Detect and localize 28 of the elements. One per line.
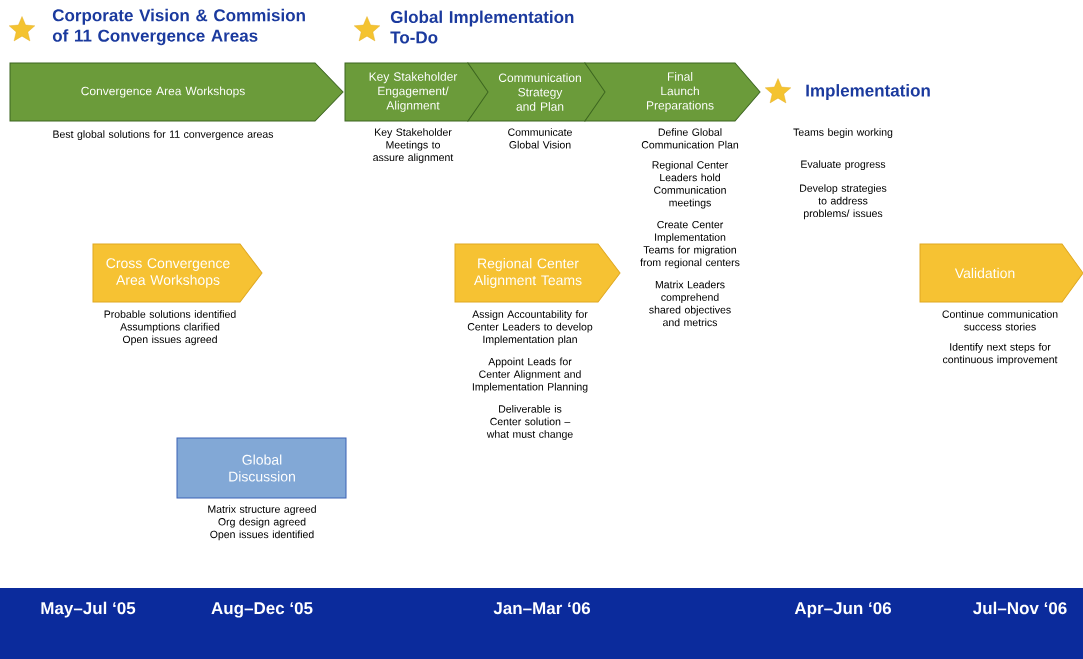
process-step: Key Stakeholder Engagement/ Alignment bbox=[344, 62, 491, 122]
note-text: Regional Center Leaders hold Communication meetings bbox=[652, 160, 729, 209]
process-step: Final Launch Preparations bbox=[584, 62, 761, 122]
process-box: Global Discussion bbox=[176, 437, 347, 499]
process-step: Validation bbox=[919, 243, 1083, 303]
note-text: Communicate Global Vision bbox=[508, 128, 572, 149]
note-text: Appoint Leads for Center Alignment and Implementation Planning bbox=[472, 357, 588, 393]
heading: Global Implementation To-Do bbox=[390, 10, 574, 44]
process-step: Regional Center Alignment Teams bbox=[454, 243, 621, 303]
note-text: Deliverable is Center solution – what must change bbox=[486, 405, 573, 440]
note-text: Matrix Leaders comprehend shared objectives and metrics bbox=[649, 280, 731, 327]
note-text: Teams begin working bbox=[793, 128, 893, 138]
note-text: Assign Accountability for Center Leaders to develop Implementation plan bbox=[467, 310, 593, 346]
note-text: Matrix structure agreed Org design agreed Open issues identified bbox=[208, 505, 316, 541]
heading: Implementation bbox=[806, 84, 930, 100]
note-text: Identify next steps for continuous improvement bbox=[942, 342, 1058, 366]
note-text: Key Stakeholder Meetings to assure alignment bbox=[373, 128, 454, 164]
note-text: Evaluate progress bbox=[801, 160, 886, 170]
note-text: Best global solutions for 11 convergence areas bbox=[53, 130, 274, 140]
note-text: Develop strategies to address problems/ issues bbox=[800, 184, 887, 220]
timeline-band: May–Jul ‘05 Aug–Dec ‘05 Jan–Mar ‘06 Apr–Jun ‘06 Jul–Nov ‘06 bbox=[0, 588, 1083, 659]
heading: Corporate Vision & Commision of 11 Convergence Areas bbox=[52, 8, 305, 46]
note-text: Probable solutions identified Assumptions clarified Open issues agreed bbox=[104, 310, 236, 346]
note-text: Create Center Implementation Teams for migration from regional centers bbox=[640, 220, 740, 269]
note-text: Continue communication success stories bbox=[942, 310, 1058, 331]
process-step: Cross Convergence Area Workshops bbox=[92, 243, 263, 303]
note-text: Define Global Communication Plan bbox=[641, 128, 739, 149]
process-step: Communication Strategy and Plan bbox=[467, 62, 608, 122]
